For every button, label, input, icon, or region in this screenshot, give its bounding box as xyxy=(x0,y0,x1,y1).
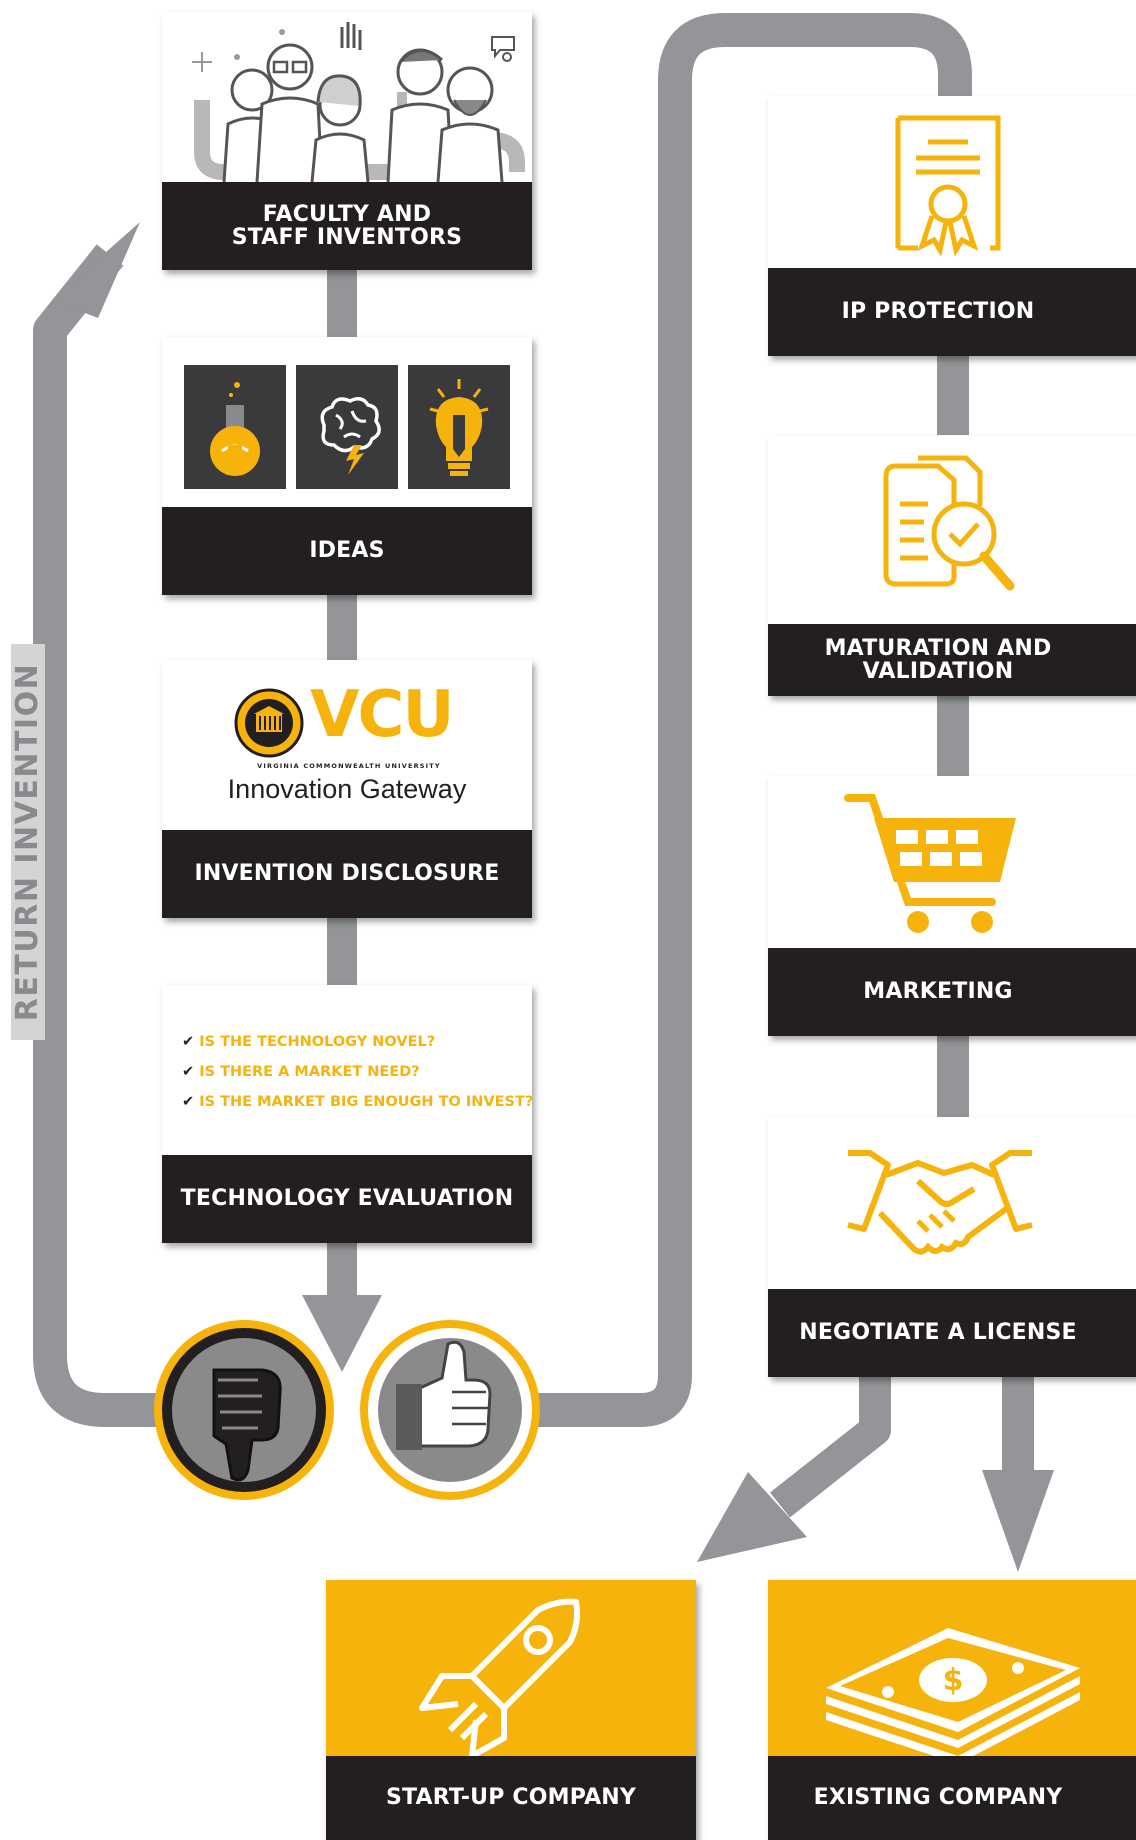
step-label-ideas: IDEAS xyxy=(162,507,532,595)
vcu-wordmark: VCU xyxy=(310,678,454,752)
handshake-icon xyxy=(847,1150,1033,1255)
flask-panel xyxy=(184,365,286,489)
brain-panel xyxy=(296,365,398,489)
arrow-license-existing xyxy=(1002,1375,1034,1475)
step-label-evaluation: TECHNOLOGY EVALUATION xyxy=(162,1155,532,1243)
check-icon: ✔ xyxy=(182,1034,200,1050)
connector-marketing-license xyxy=(937,1035,969,1117)
step-label-maturation: MATURATION AND VALIDATION xyxy=(768,624,1136,696)
lightbulb-icon xyxy=(429,379,489,476)
arrow-head-existing xyxy=(982,1470,1054,1572)
step-label-ip: IP PROTECTION xyxy=(768,268,1136,356)
step-label-inventors: FACULTY AND STAFF INVENTORS xyxy=(162,182,532,270)
step-label-existing: EXISTING COMPANY xyxy=(768,1756,1136,1840)
people-illustration-icon xyxy=(162,12,532,182)
card-existing-company[interactable]: $ EXISTING COMPANY xyxy=(768,1580,1136,1840)
card-startup-company[interactable]: START-UP COMPANY xyxy=(326,1580,696,1840)
card-marketing[interactable]: MARKETING xyxy=(768,776,1136,1036)
connector-disclosure-evaluation xyxy=(327,915,357,990)
evaluation-question: ✔ IS THE TECHNOLOGY NOVEL? xyxy=(182,1034,436,1050)
card-maturation-validation[interactable]: MATURATION AND VALIDATION xyxy=(768,436,1136,696)
certificate-icon xyxy=(895,115,1001,257)
document-check-icon xyxy=(883,455,1015,591)
return-invention-text: RETURN INVENTION xyxy=(10,662,45,1022)
arrow-head-decision xyxy=(302,1295,382,1372)
step-label-marketing: MARKETING xyxy=(768,948,1136,1036)
step-label-disclosure: INVENTION DISCLOSURE xyxy=(162,830,532,918)
connector-ideas-disclosure xyxy=(327,590,357,665)
evaluation-question: ✔ IS THE MARKET BIG ENOUGH TO INVEST? xyxy=(182,1094,534,1110)
money-stack-icon: $ xyxy=(826,1628,1080,1756)
lightbulb-panel xyxy=(408,365,510,489)
vcu-innovation-gateway: Innovation Gateway xyxy=(227,774,467,804)
connector-inventors-ideas xyxy=(327,265,357,340)
check-icon: ✔ xyxy=(182,1064,200,1080)
arrow-head-startup xyxy=(697,1472,807,1562)
vcu-seal-icon xyxy=(234,688,304,758)
evaluation-question: ✔ IS THERE A MARKET NEED? xyxy=(182,1064,420,1080)
check-icon: ✔ xyxy=(182,1094,200,1110)
card-faculty-inventors[interactable]: FACULTY AND STAFF INVENTORS xyxy=(162,12,532,270)
brain-icon xyxy=(320,397,381,475)
rocket-icon xyxy=(419,1598,581,1756)
card-technology-evaluation[interactable]: ✔ IS THE TECHNOLOGY NOVEL? ✔ IS THERE A … xyxy=(162,985,533,1243)
evaluation-questions: ✔ IS THE TECHNOLOGY NOVEL? ✔ IS THERE A … xyxy=(182,1027,533,1117)
connector-ip-maturation xyxy=(937,355,969,435)
card-ip-protection[interactable]: IP PROTECTION xyxy=(768,96,1136,356)
svg-text:$: $ xyxy=(943,1663,964,1698)
card-invention-disclosure[interactable]: VCU VIRGINIA COMMONWEALTH UNIVERSITY Inn… xyxy=(162,660,532,918)
flask-icon xyxy=(210,382,260,476)
vcu-logo: VCU VIRGINIA COMMONWEALTH UNIVERSITY Inn… xyxy=(162,678,532,818)
approval-path xyxy=(530,13,972,1427)
connector-evaluation-decision xyxy=(327,1238,357,1298)
step-label-license: NEGOTIATE A LICENSE xyxy=(768,1289,1136,1377)
step-label-startup: START-UP COMPANY xyxy=(326,1756,696,1840)
card-ideas[interactable]: IDEAS xyxy=(162,337,532,595)
cart-icon xyxy=(844,794,1016,933)
connector-maturation-marketing xyxy=(937,695,969,777)
card-negotiate-license[interactable]: NEGOTIATE A LICENSE xyxy=(768,1117,1136,1377)
return-invention-label: RETURN INVENTION xyxy=(10,644,45,1040)
arrow-head-return xyxy=(52,222,140,318)
vcu-subtitle: VIRGINIA COMMONWEALTH UNIVERSITY xyxy=(257,762,441,770)
arrow-license-startup xyxy=(770,1375,891,1518)
return-invention-loop xyxy=(33,244,180,1427)
